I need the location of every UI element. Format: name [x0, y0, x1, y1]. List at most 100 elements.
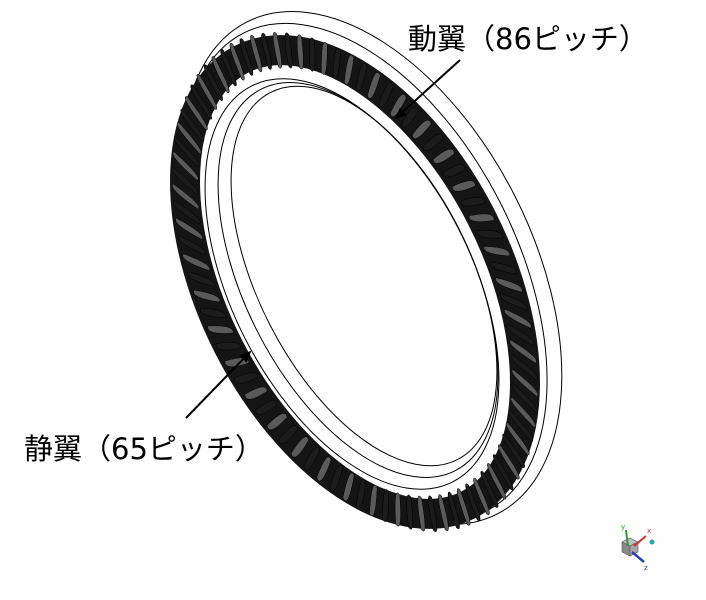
- blade-7: [503, 308, 532, 329]
- blade-27: [417, 495, 426, 532]
- blade-41: [244, 386, 268, 400]
- blade-77: [367, 72, 381, 99]
- blade-4: [489, 261, 517, 275]
- blade-49: [182, 253, 211, 271]
- blade-23: [456, 488, 471, 526]
- blade-76: [355, 62, 368, 92]
- blade-66: [239, 38, 254, 76]
- blade-78: [378, 82, 394, 108]
- blade-46: [199, 307, 227, 318]
- blade-63: [211, 56, 230, 94]
- blade-44: [215, 342, 241, 351]
- blade-2: [476, 230, 503, 239]
- blade-81: [411, 119, 432, 139]
- blade-65: [229, 42, 245, 81]
- blade-21: [473, 477, 490, 516]
- rotor-blades-label: 動翼（86ピッチ）: [408, 22, 648, 56]
- blade-26: [428, 495, 438, 532]
- blade-70: [284, 32, 293, 69]
- rotor-label-arrow: [394, 59, 461, 120]
- blade-5: [495, 277, 523, 293]
- blade-50: [178, 235, 207, 256]
- blade-42: [234, 372, 258, 384]
- blade-31: [369, 484, 378, 517]
- blade-39: [266, 413, 288, 431]
- blade-84: [442, 164, 466, 178]
- blade-83: [432, 148, 455, 164]
- blade-62: [203, 64, 223, 101]
- axis-triad-icon: x y z: [621, 523, 655, 572]
- blade-73: [321, 42, 328, 75]
- blade-75: [344, 54, 355, 85]
- axis-y-line: [625, 529, 629, 547]
- blade-69: [272, 32, 282, 69]
- blade-51: [175, 217, 203, 240]
- blade-79: [389, 94, 407, 117]
- blade-80: [401, 106, 420, 128]
- blade-45: [207, 325, 234, 334]
- blade-1: [469, 213, 495, 222]
- blade-82: [422, 133, 444, 151]
- blade-86: [460, 197, 486, 207]
- blade-11: [511, 369, 539, 397]
- blade-61: [196, 73, 218, 110]
- blade-53: [172, 183, 200, 210]
- blade-67: [250, 34, 263, 73]
- axis-y-label: y: [621, 523, 625, 531]
- blade-16: [502, 433, 526, 468]
- blade-55: [172, 151, 199, 181]
- blade-ring: [170, 32, 540, 532]
- blade-54: [171, 167, 199, 195]
- blade-band-shadow: [170, 35, 540, 529]
- blade-22: [465, 483, 481, 522]
- stator-label-arrow: [185, 350, 252, 419]
- blade-71: [296, 34, 304, 70]
- blade-17: [497, 444, 520, 480]
- axis-z-label: z: [644, 564, 648, 572]
- blade-64: [220, 48, 237, 87]
- blade-10: [510, 354, 538, 381]
- axis-x-line: [633, 535, 647, 547]
- blade-29: [394, 492, 401, 527]
- blade-35: [316, 456, 332, 482]
- blade-74: [332, 47, 341, 80]
- blade-13: [510, 397, 536, 428]
- blade-72: [309, 37, 316, 72]
- blade-37: [290, 436, 309, 458]
- inner-hub-outlines: [204, 78, 500, 490]
- blade-15: [505, 422, 530, 456]
- blade-58: [180, 108, 205, 142]
- blade-47: [193, 289, 221, 303]
- blade-6: [499, 293, 528, 311]
- blade-19: [487, 463, 507, 500]
- blade-3: [483, 246, 511, 257]
- blade-20: [480, 470, 499, 508]
- blade-52: [173, 200, 201, 225]
- blade-32: [355, 479, 366, 510]
- blade-30: [382, 489, 389, 522]
- blade-36: [303, 447, 321, 470]
- blade-set: [171, 32, 539, 532]
- blade-59: [184, 96, 208, 131]
- blade-18: [492, 454, 514, 491]
- blade-14: [508, 410, 534, 442]
- blade-56: [174, 136, 200, 167]
- blade-68: [261, 32, 272, 70]
- axis-origin-dot: [649, 539, 655, 545]
- blade-28: [406, 494, 414, 530]
- blade-8: [507, 324, 535, 347]
- blade-85: [452, 180, 476, 192]
- blade-33: [342, 472, 355, 502]
- blade-57: [176, 122, 202, 154]
- axis-x-label: x: [647, 527, 651, 535]
- blade-34: [329, 465, 343, 492]
- blade-25: [438, 494, 449, 532]
- hub-outline-3: [230, 85, 498, 467]
- blade-60: [190, 84, 213, 120]
- stator-vanes-label: 静翼（65ピッチ）: [24, 432, 264, 466]
- blade-38: [278, 425, 299, 445]
- blade-40: [255, 400, 278, 416]
- blade-9: [509, 339, 537, 364]
- blade-24: [447, 491, 460, 530]
